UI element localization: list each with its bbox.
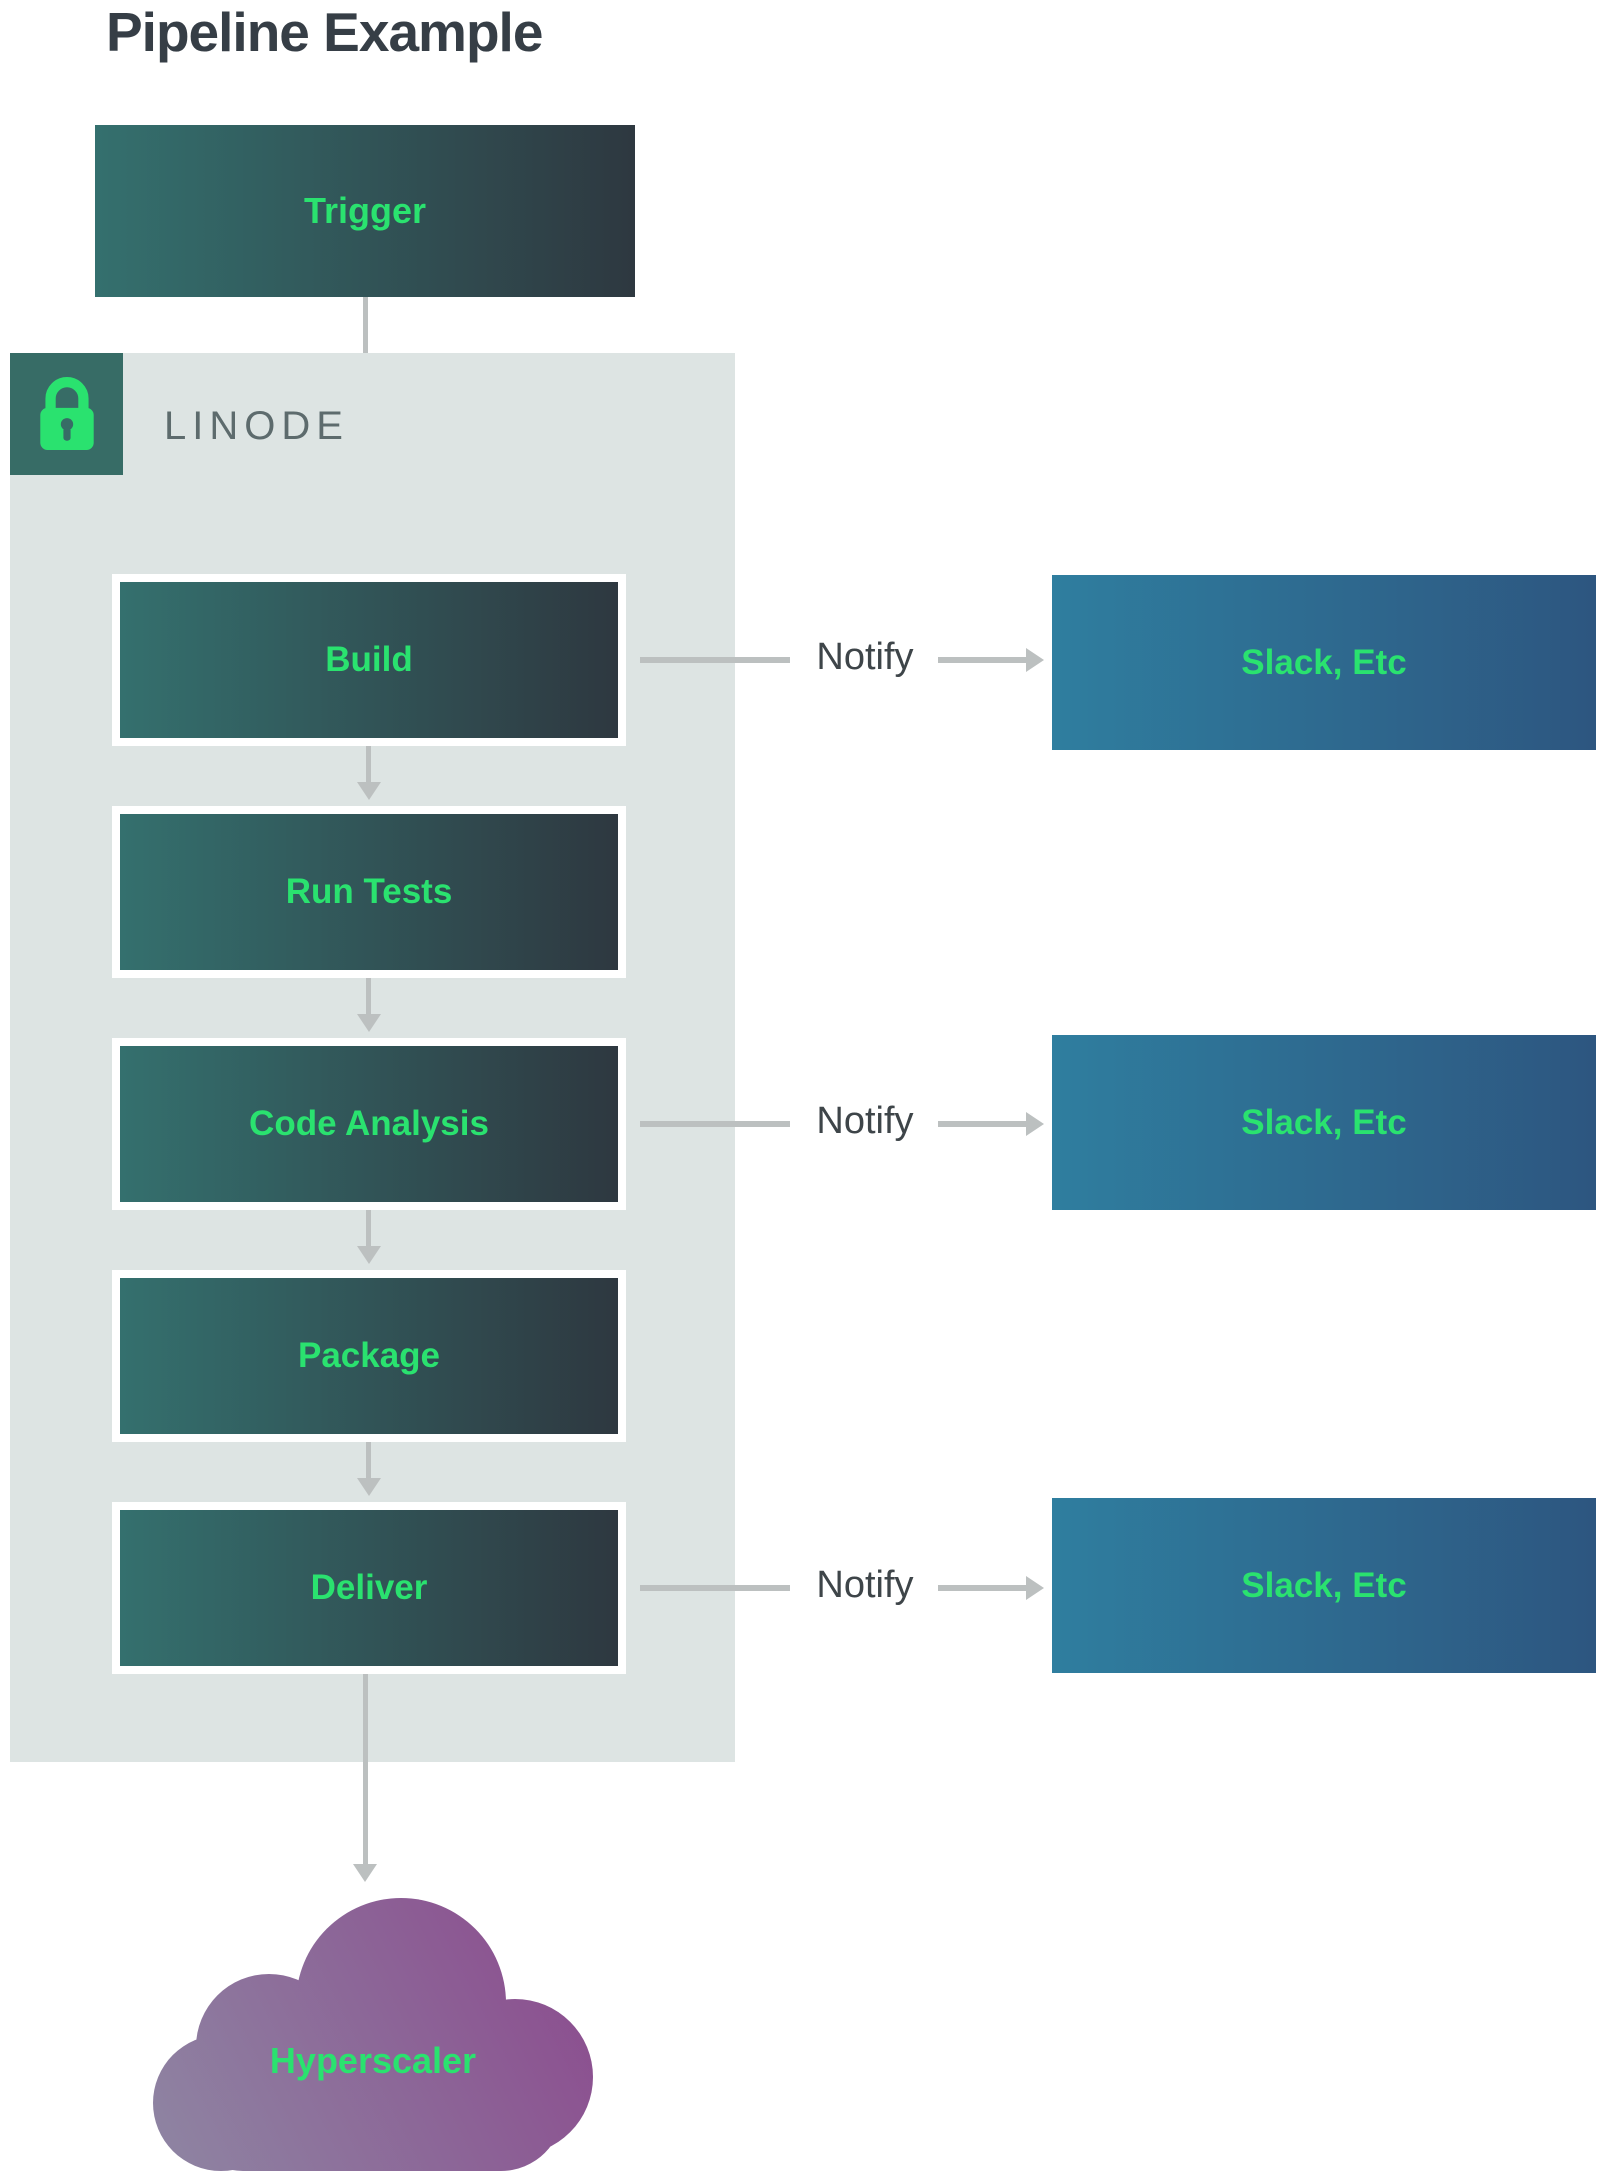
notify-target-label: Slack, Etc	[1241, 1565, 1407, 1605]
stage-box-code-analysis: Code Analysis	[112, 1038, 626, 1210]
notify-target-label: Slack, Etc	[1241, 1102, 1407, 1142]
hyperscaler-cloud: Hyperscaler	[143, 1895, 598, 2177]
arrowhead-down-icon	[357, 782, 381, 800]
arrowhead-down-icon	[353, 1864, 377, 1882]
stage-label: Package	[297, 1336, 441, 1375]
arrowhead-right-icon	[1026, 648, 1044, 672]
trigger-box: Trigger	[95, 125, 635, 297]
cloud-icon	[153, 1898, 593, 2171]
stage-box-deliver: Deliver	[112, 1502, 626, 1674]
lock-badge	[10, 353, 123, 475]
notify-target-label: Slack, Etc	[1241, 642, 1407, 682]
notify-target-box: Slack, Etc	[1052, 575, 1596, 750]
stage-box-inner: Code Analysis	[120, 1046, 618, 1202]
notify-arrow-build	[938, 657, 1026, 663]
notify-line-build	[640, 657, 790, 663]
stage-label: Code Analysis	[249, 1104, 489, 1143]
notify-arrow-deliver	[938, 1585, 1026, 1591]
arrow-package-to-deliver	[366, 1442, 371, 1478]
arrow-build-to-run-tests	[366, 746, 371, 782]
notify-line-deliver	[640, 1585, 790, 1591]
stage-label: Run Tests	[285, 872, 453, 911]
hyperscaler-label: Hyperscaler	[269, 2040, 477, 2081]
arrowhead-right-icon	[1026, 1576, 1044, 1600]
trigger-label: Trigger	[303, 190, 427, 231]
stage-box-run-tests: Run Tests	[112, 806, 626, 978]
stage-box-inner: Package	[120, 1278, 618, 1434]
arrowhead-down-icon	[357, 1014, 381, 1032]
lock-icon	[39, 377, 94, 450]
stage-box-package: Package	[112, 1270, 626, 1442]
arrow-deliver-to-hyperscaler	[363, 1674, 368, 1864]
stage-box-inner: Deliver	[120, 1510, 618, 1666]
stage-box-inner: Build	[120, 582, 618, 738]
arrowhead-down-icon	[357, 1478, 381, 1496]
notify-label: Notify	[816, 636, 914, 678]
notify-arrow-code-analysis	[938, 1121, 1026, 1127]
notify-target-box: Slack, Etc	[1052, 1035, 1596, 1210]
notify-line-code-analysis	[640, 1121, 790, 1127]
arrowhead-down-icon	[357, 1246, 381, 1264]
stage-box-inner: Run Tests	[120, 814, 618, 970]
notify-label: Notify	[816, 1564, 914, 1606]
notify-target-box: Slack, Etc	[1052, 1498, 1596, 1673]
notify-label: Notify	[816, 1100, 914, 1142]
stage-label: Deliver	[310, 1568, 428, 1607]
arrow-code-analysis-to-package	[366, 1210, 371, 1246]
arrow-run-tests-to-code-analysis	[366, 978, 371, 1014]
stage-label: Build	[325, 640, 413, 679]
arrowhead-right-icon	[1026, 1112, 1044, 1136]
page-title: Pipeline Example	[106, 1, 543, 63]
stage-box-build: Build	[112, 574, 626, 746]
linode-group-label: LINODE	[164, 404, 349, 448]
